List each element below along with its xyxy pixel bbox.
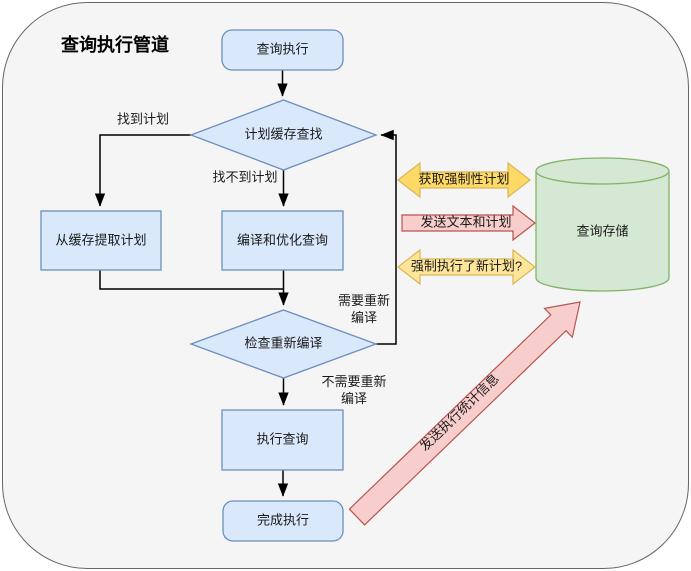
send-text-and-plan-label: 发送文本和计划 <box>420 214 512 230</box>
edge-label-recompile-not-needed: 不需要重新 编译 <box>309 374 399 408</box>
compile-and-optimize-label: 编译和优化查询 <box>236 232 329 248</box>
edge-label-recompile-needed-line1: 需要重新 <box>337 293 390 309</box>
start-node-label: 查询执行 <box>256 41 309 57</box>
plan-cache-lookup-diamond <box>189 99 378 171</box>
query-store-label: 查询存储 <box>576 223 629 239</box>
diagram-title: 查询执行管道 <box>61 35 169 55</box>
fetch-plan-from-cache-shape <box>40 210 162 271</box>
fetch-plan-from-cache-label: 从缓存提取计划 <box>55 232 147 248</box>
edge-label-recompile-needed-line2: 编译 <box>350 310 377 325</box>
forced-new-plan-label: 强制执行了新计划? <box>410 258 523 274</box>
check-recompile-label: 检查重新编译 <box>244 335 323 351</box>
edge-label-recompile-not-needed-line2: 编译 <box>340 391 367 406</box>
connector-recompile-loop <box>376 129 397 345</box>
edge-label-plan-not-found: 找不到计划 <box>212 169 278 185</box>
check-recompile-diamond <box>189 309 378 379</box>
compile-and-optimize-shape <box>221 210 344 271</box>
query-store-cylinder-top <box>535 157 670 185</box>
start-node-shape <box>221 29 344 71</box>
finish-execution-label: 完成执行 <box>256 512 310 528</box>
send-text-and-plan-arrow <box>401 204 536 242</box>
connector-plan-found <box>94 134 191 207</box>
edge-label-plan-found: 找到计划 <box>116 111 170 127</box>
send-execution-stats-arrow <box>348 301 581 526</box>
query-store-cylinder-body <box>535 171 670 292</box>
execute-query-shape <box>221 409 344 471</box>
fetch-forced-plan-arrow <box>397 161 531 199</box>
plan-cache-lookup-label: 计划缓存查找 <box>244 126 323 142</box>
connector-fetch-merge <box>99 270 284 290</box>
fetch-forced-plan-label: 获取强制性计划 <box>418 171 510 187</box>
execute-query-label: 执行查询 <box>256 431 309 447</box>
forced-new-plan-arrow <box>397 248 536 286</box>
edge-label-recompile-needed: 需要重新 编译 <box>319 293 409 327</box>
edge-label-recompile-not-needed-line1: 不需要重新 <box>321 374 387 390</box>
finish-execution-shape <box>222 500 344 542</box>
